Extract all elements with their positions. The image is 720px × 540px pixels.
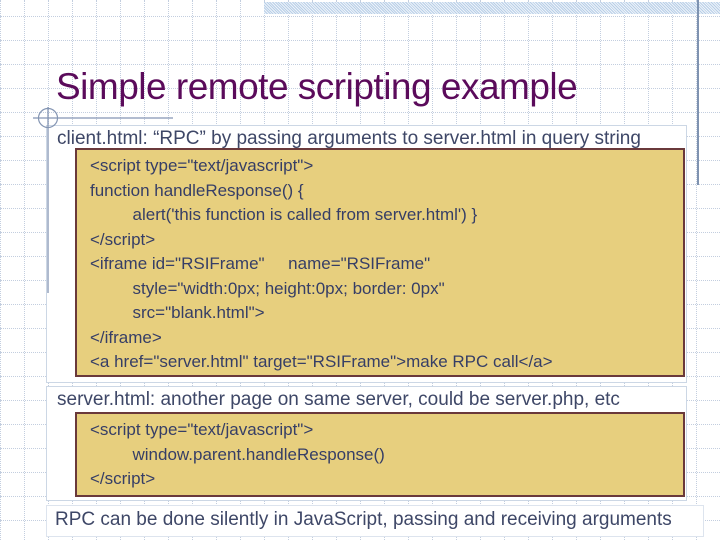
code-line: <script type="text/javascript"> [90,156,314,175]
code-line: <a href="server.html" target="RSIFrame">… [90,352,553,371]
client-caption: client.html: “RPC” by passing arguments … [57,128,641,149]
code-line: <iframe id="RSIFrame" name="RSIFrame" [90,254,431,273]
server-code-block: <script type="text/javascript"> window.p… [75,412,685,497]
code-line: <script type="text/javascript"> [90,420,314,439]
compass-decoration [33,107,173,293]
server-caption: server.html: another page on same server… [57,389,620,410]
footer-panel [46,505,704,537]
code-line: window.parent.handleResponse() [90,444,385,464]
code-line: </script> [90,469,156,488]
slide-title: Simple remote scripting example [56,66,578,107]
footer-text: RPC can be done silently in JavaScript, … [55,509,672,530]
code-line: </iframe> [90,327,162,347]
code-line: alert('this function is called from serv… [90,205,478,224]
right-rule-decoration [697,0,699,185]
code-line: style="width:0px; height:0px; border: 0p… [90,278,445,298]
code-line: function handleResponse() { [90,180,304,200]
code-line: </script> [90,229,156,249]
client-code-block: <script type="text/javascript"> function… [75,148,685,377]
top-band-decoration [264,2,720,14]
code-line: src="blank.html"> [90,303,265,322]
